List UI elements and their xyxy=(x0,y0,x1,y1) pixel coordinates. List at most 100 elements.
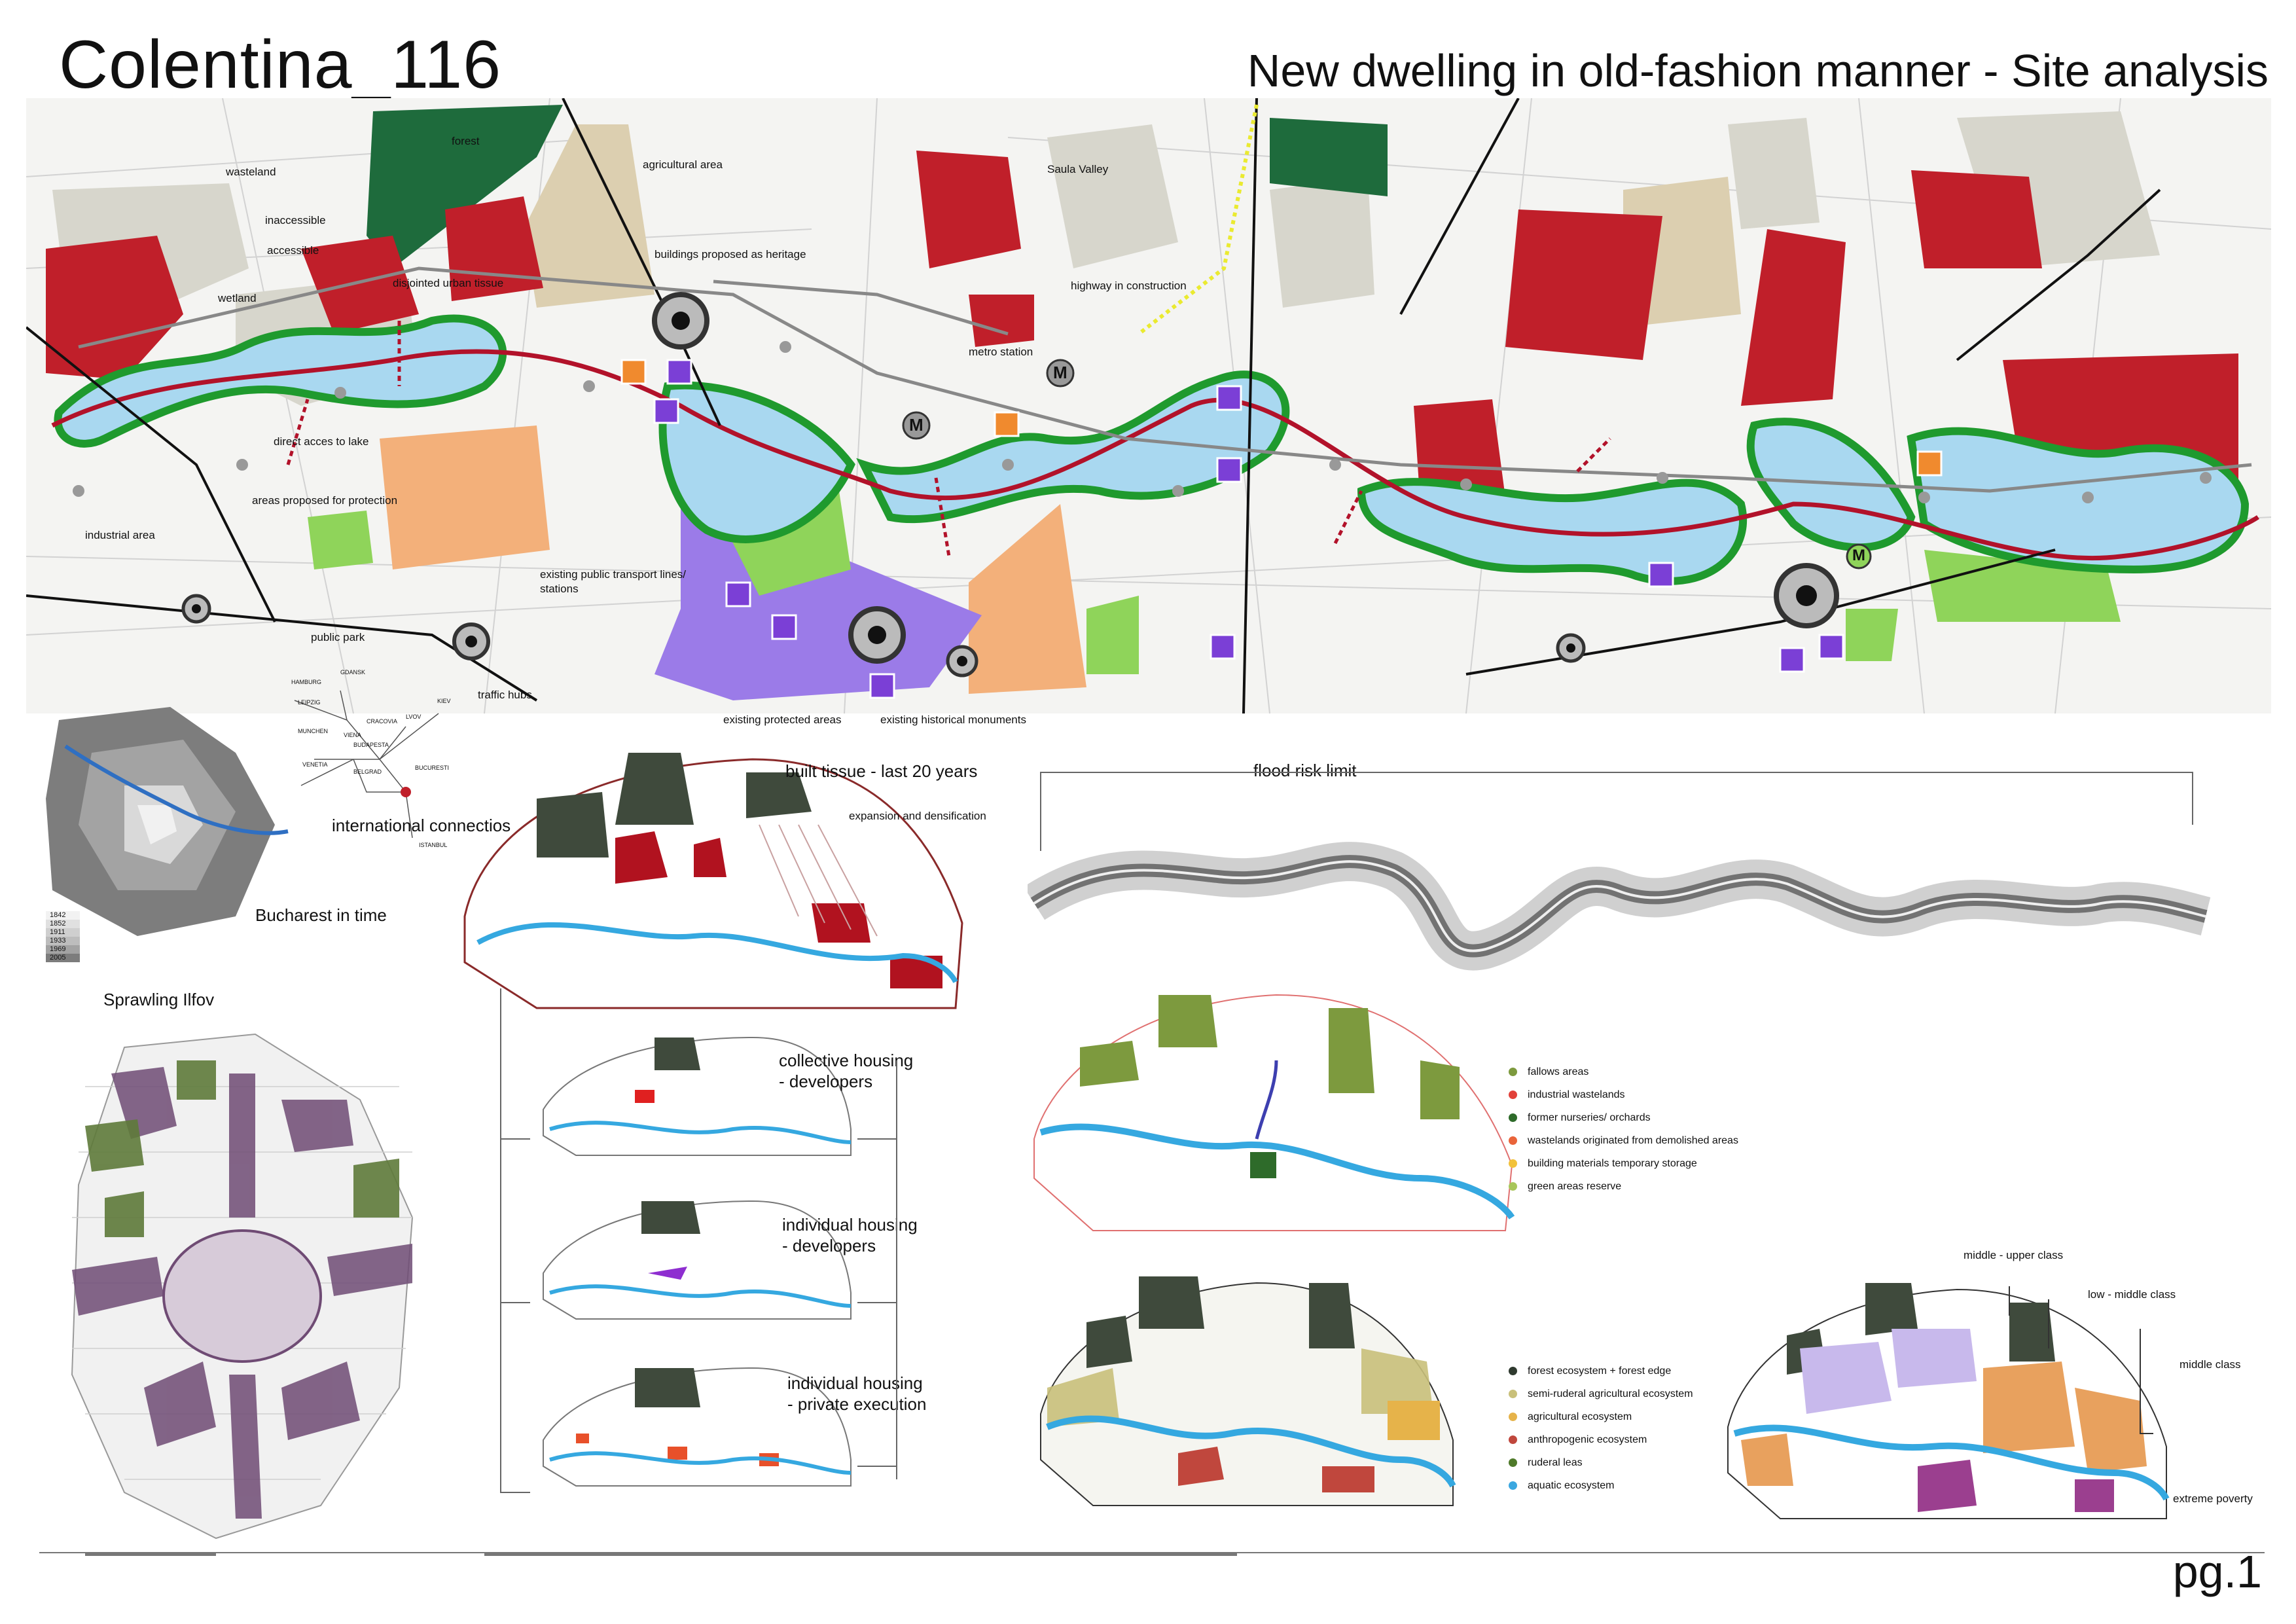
individual-housing-dev-label-2: - developers xyxy=(782,1236,876,1255)
legend-label: aquatic ecosystem xyxy=(1528,1479,1615,1491)
legend-swatch xyxy=(1509,1159,1517,1168)
label-traffic-hubs: traffic hubs xyxy=(478,689,532,701)
legend-label: forest ecosystem + forest edge xyxy=(1528,1365,1672,1377)
label-transport: existing public transport lines/ station… xyxy=(540,568,687,595)
legend-label: building materials temporary storage xyxy=(1528,1157,1697,1169)
middle-upper-class-label: middle - upper class xyxy=(1964,1249,2064,1261)
fan-connector-lines xyxy=(500,988,897,1493)
landuse-legend-item: fallows areas xyxy=(1509,1060,1738,1083)
legend-swatch xyxy=(1509,1413,1517,1421)
ecosystem-legend-item: ruderal leas xyxy=(1509,1451,1693,1474)
years-legend: 1842 1852 1911 1933 1969 2005 xyxy=(46,911,80,962)
label-forest: forest xyxy=(452,135,480,147)
label-heritage: buildings proposed as heritage xyxy=(655,248,806,261)
legend-swatch xyxy=(1509,1091,1517,1099)
international-connections-label: international connectios xyxy=(332,816,511,835)
individual-housing-private-label-1: individual housing xyxy=(787,1373,923,1393)
city-kiev: KIEV xyxy=(437,698,451,704)
landuse-legend-item: former nurseries/ orchards xyxy=(1509,1106,1738,1129)
middle-class-label: middle class xyxy=(2179,1358,2241,1371)
legend-swatch xyxy=(1509,1068,1517,1076)
city-munchen: MUNCHEN xyxy=(298,728,328,734)
label-disjointed-tissue: disjointed urban tissue xyxy=(393,277,504,289)
landuse-fan-map xyxy=(1033,994,1515,1231)
scale-bar xyxy=(39,1552,2265,1556)
forest-zone xyxy=(367,105,563,268)
legend-swatch xyxy=(1509,1435,1517,1444)
metro-stations xyxy=(902,359,1872,569)
legend-swatch xyxy=(1509,1390,1517,1398)
access-arrows xyxy=(286,321,1611,557)
page-number: pg.1 xyxy=(2172,1546,2262,1597)
label-protected-areas: existing protected areas xyxy=(723,713,842,726)
label-highway: highway in construction xyxy=(1071,280,1187,292)
protection-areas xyxy=(380,425,1086,694)
ecosystem-legend-item: semi-ruderal agricultural ecosystem xyxy=(1509,1382,1693,1405)
ecosystem-fan-map xyxy=(1040,1276,1456,1506)
label-wasteland: wasteland xyxy=(226,166,276,178)
city-hamburg: HAMBURG xyxy=(291,679,322,685)
legend-label: industrial wastelands xyxy=(1528,1089,1625,1100)
legend-label: ruderal leas xyxy=(1528,1456,1583,1468)
built-tissue-fan-map xyxy=(463,753,963,1009)
main-site-map xyxy=(26,98,2271,713)
legend-swatch xyxy=(1509,1182,1517,1191)
label-agricultural: agricultural area xyxy=(643,158,723,171)
label-industrial: industrial area xyxy=(85,529,155,541)
legend-label: anthropogenic ecosystem xyxy=(1528,1434,1647,1445)
agricultural-zones xyxy=(524,124,1741,327)
page-subtitle: New dwelling in old-fashion manner - Sit… xyxy=(1247,45,2269,96)
label-metro-station: metro station xyxy=(969,346,1033,358)
landuse-legend-item: green areas reserve xyxy=(1509,1175,1738,1198)
highway-in-construction xyxy=(1138,104,1259,336)
collective-housing-label-2: - developers xyxy=(779,1072,873,1091)
legend-label: green areas reserve xyxy=(1528,1180,1622,1192)
ecosystem-legend: forest ecosystem + forest edge semi-rude… xyxy=(1509,1360,1693,1497)
individual-housing-dev-map xyxy=(543,1200,852,1320)
label-saula-valley: Saula Valley xyxy=(1047,163,1109,175)
city-belgrad: BELGRAD xyxy=(353,768,382,775)
year-1842: 1842 xyxy=(46,911,80,920)
legend-swatch xyxy=(1509,1113,1517,1122)
individual-housing-private-label-2: - private execution xyxy=(787,1394,927,1414)
legend-label: agricultural ecosystem xyxy=(1528,1411,1632,1422)
legend-label: semi-ruderal agricultural ecosystem xyxy=(1528,1388,1693,1399)
project-title: Colentina_116 xyxy=(59,27,502,103)
extreme-poverty-label: extreme poverty xyxy=(2173,1492,2253,1505)
expansion-densification-label: expansion and densification xyxy=(849,810,986,822)
metro-symbol-3: M xyxy=(1852,547,1865,564)
landuse-legend-item: building materials temporary storage xyxy=(1509,1152,1738,1175)
legend-label: former nurseries/ orchards xyxy=(1528,1111,1651,1123)
year-1933: 1933 xyxy=(46,937,80,945)
label-inaccessible: inaccessible xyxy=(265,214,326,226)
transport-stations xyxy=(73,341,2212,503)
legend-swatch xyxy=(1509,1481,1517,1490)
label-wetland: wetland xyxy=(218,292,257,304)
metro-symbol-1: M xyxy=(1053,363,1067,382)
built-tissue-title: built tissue - last 20 years xyxy=(785,761,978,781)
label-accessible: accessible xyxy=(267,244,319,257)
label-historical-monuments: existing historical monuments xyxy=(880,713,1026,726)
legend-swatch xyxy=(1509,1458,1517,1467)
ecosystem-legend-item: aquatic ecosystem xyxy=(1509,1474,1693,1497)
year-1969: 1969 xyxy=(46,945,80,954)
traffic-hubs xyxy=(181,292,1839,677)
city-cracovia: CRACOVIA xyxy=(367,718,398,725)
city-bucuresti: BUCURESTI xyxy=(415,765,450,771)
landuse-legend: fallows areas industrial wastelands form… xyxy=(1509,1060,1738,1198)
bucharest-in-time-map xyxy=(46,707,289,936)
bucharest-in-time-label: Bucharest in time xyxy=(255,905,387,925)
forest-zone-east xyxy=(1270,118,1388,196)
label-public-park: public park xyxy=(311,631,365,643)
year-1852: 1852 xyxy=(46,920,80,928)
landuse-legend-item: industrial wastelands xyxy=(1509,1083,1738,1106)
city-istanbul: ISTANBUL xyxy=(419,842,448,848)
year-1911: 1911 xyxy=(46,928,80,937)
legend-label: wastelands originated from demolished ar… xyxy=(1528,1134,1738,1146)
label-protection: areas proposed for protection xyxy=(252,494,398,507)
ecosystem-legend-item: agricultural ecosystem xyxy=(1509,1405,1693,1428)
flood-risk-map xyxy=(1028,772,2211,971)
collective-housing-map xyxy=(543,1036,852,1156)
ecosystem-legend-item: forest ecosystem + forest edge xyxy=(1509,1360,1693,1382)
collective-housing-label-1: collective housing xyxy=(779,1051,914,1070)
